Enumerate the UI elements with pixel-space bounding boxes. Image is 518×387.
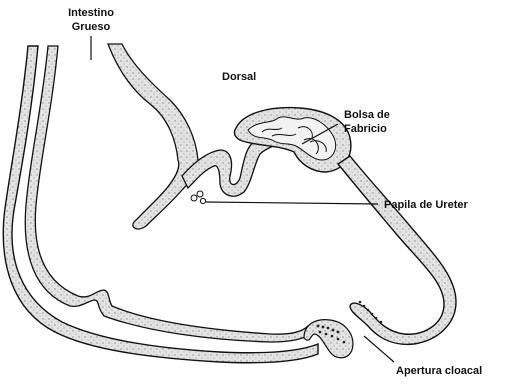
cloaca-right-wall [338, 156, 456, 344]
label-dorsal: Dorsal [222, 71, 256, 83]
papila-leader [206, 202, 378, 204]
intestine-right-wall [108, 44, 198, 229]
label-bolsa: Bolsa de [344, 109, 390, 121]
label-papila: Papila de Ureter [384, 199, 468, 211]
label-intestino: Intestino [68, 7, 114, 19]
ureter-papilla [191, 191, 206, 204]
label-fabricio: Fabricio [344, 123, 387, 135]
label-apertura: Apertura cloacal [396, 365, 482, 377]
label-grueso: Grueso [72, 21, 111, 33]
